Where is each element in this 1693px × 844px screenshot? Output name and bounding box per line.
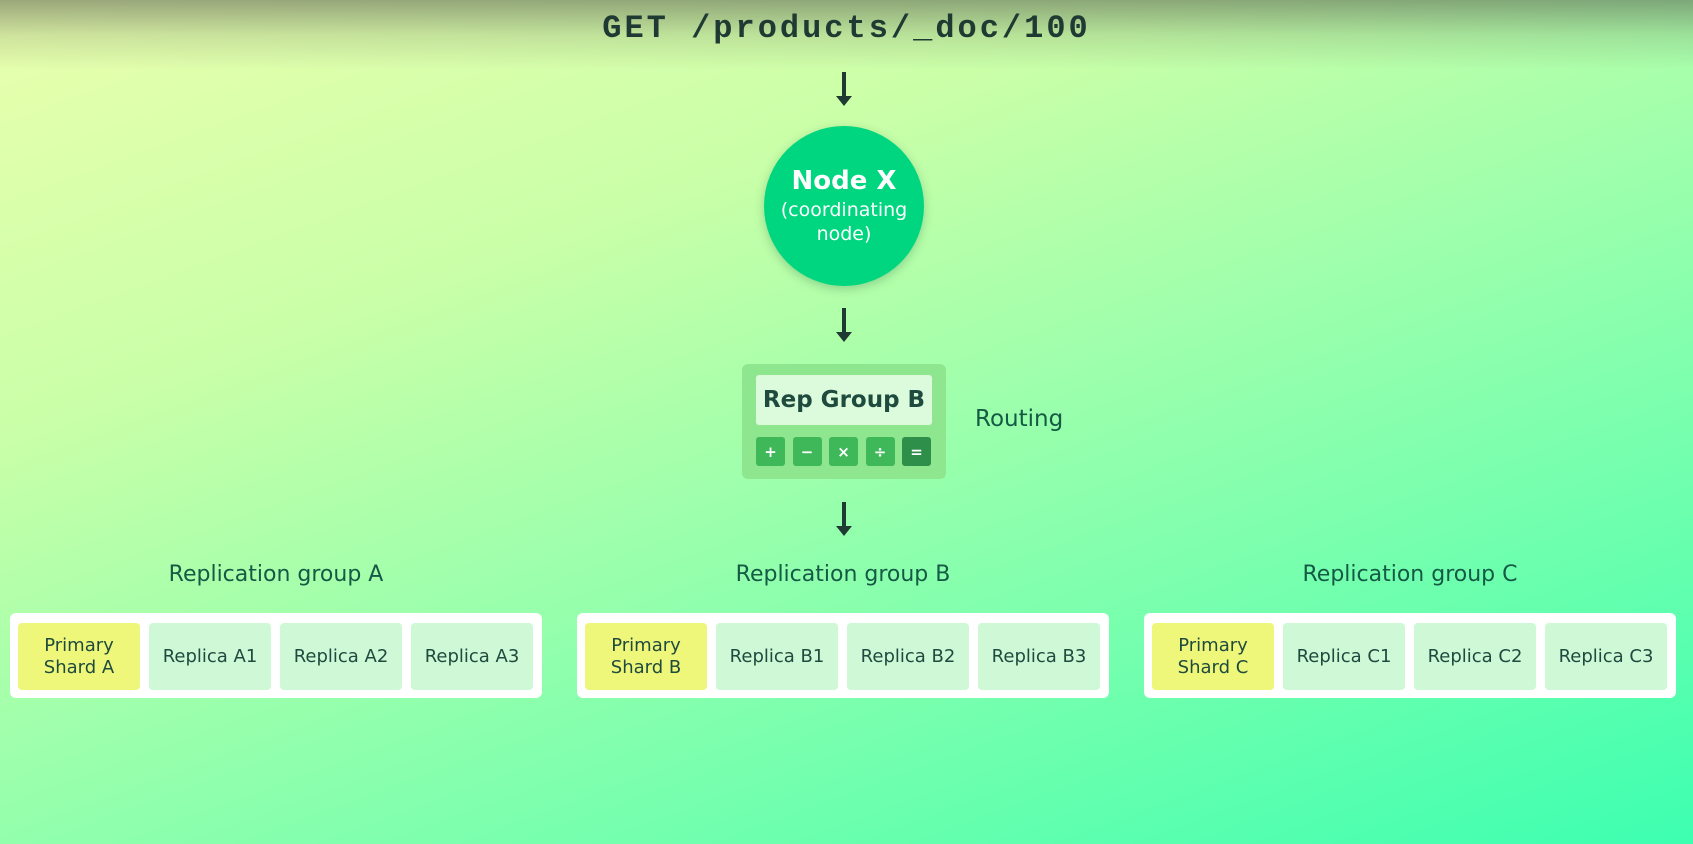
plus-key-icon: + — [756, 437, 785, 466]
down-arrow-icon — [836, 502, 852, 536]
replication-group-a: Primary Shard A Replica A1 Replica A2 Re… — [10, 613, 542, 698]
replica-a3: Replica A3 — [411, 623, 533, 690]
node-title: Node X — [791, 166, 897, 196]
replication-group-c: Primary Shard C Replica C1 Replica C2 Re… — [1144, 613, 1676, 698]
down-arrow-icon — [836, 72, 852, 106]
calculator-keys: + − × ÷ = — [756, 437, 939, 466]
routing-calculator: Rep Group B + − × ÷ = — [742, 364, 946, 479]
minus-key-icon: − — [792, 437, 822, 466]
request-line: GET /products/_doc/100 — [602, 10, 1091, 47]
coordinating-node: Node X (coordinating node) — [764, 126, 924, 286]
group-title-c: Replication group C — [1302, 562, 1518, 587]
replication-group-b: Primary Shard B Replica B1 Replica B2 Re… — [577, 613, 1109, 698]
divide-key-icon: ÷ — [865, 437, 895, 466]
equals-key-icon: = — [902, 437, 931, 466]
down-arrow-icon — [836, 308, 852, 342]
replica-a2: Replica A2 — [280, 623, 402, 690]
group-title-a: Replication group A — [168, 562, 384, 587]
top-shade — [0, 0, 1693, 70]
replica-a1: Replica A1 — [149, 623, 271, 690]
calculator-screen: Rep Group B — [756, 375, 932, 425]
primary-shard-c: Primary Shard C — [1152, 623, 1274, 690]
node-subtitle: (coordinating node) — [780, 199, 908, 245]
replica-c2: Replica C2 — [1414, 623, 1536, 690]
multiply-key-icon: × — [829, 437, 858, 466]
primary-shard-a: Primary Shard A — [18, 623, 140, 690]
replica-c1: Replica C1 — [1283, 623, 1405, 690]
routing-label: Routing — [975, 406, 1064, 432]
replica-b1: Replica B1 — [716, 623, 838, 690]
replica-c3: Replica C3 — [1545, 623, 1667, 690]
replica-b2: Replica B2 — [847, 623, 969, 690]
primary-shard-b: Primary Shard B — [585, 623, 707, 690]
group-title-b: Replication group B — [735, 562, 951, 587]
replica-b3: Replica B3 — [978, 623, 1100, 690]
